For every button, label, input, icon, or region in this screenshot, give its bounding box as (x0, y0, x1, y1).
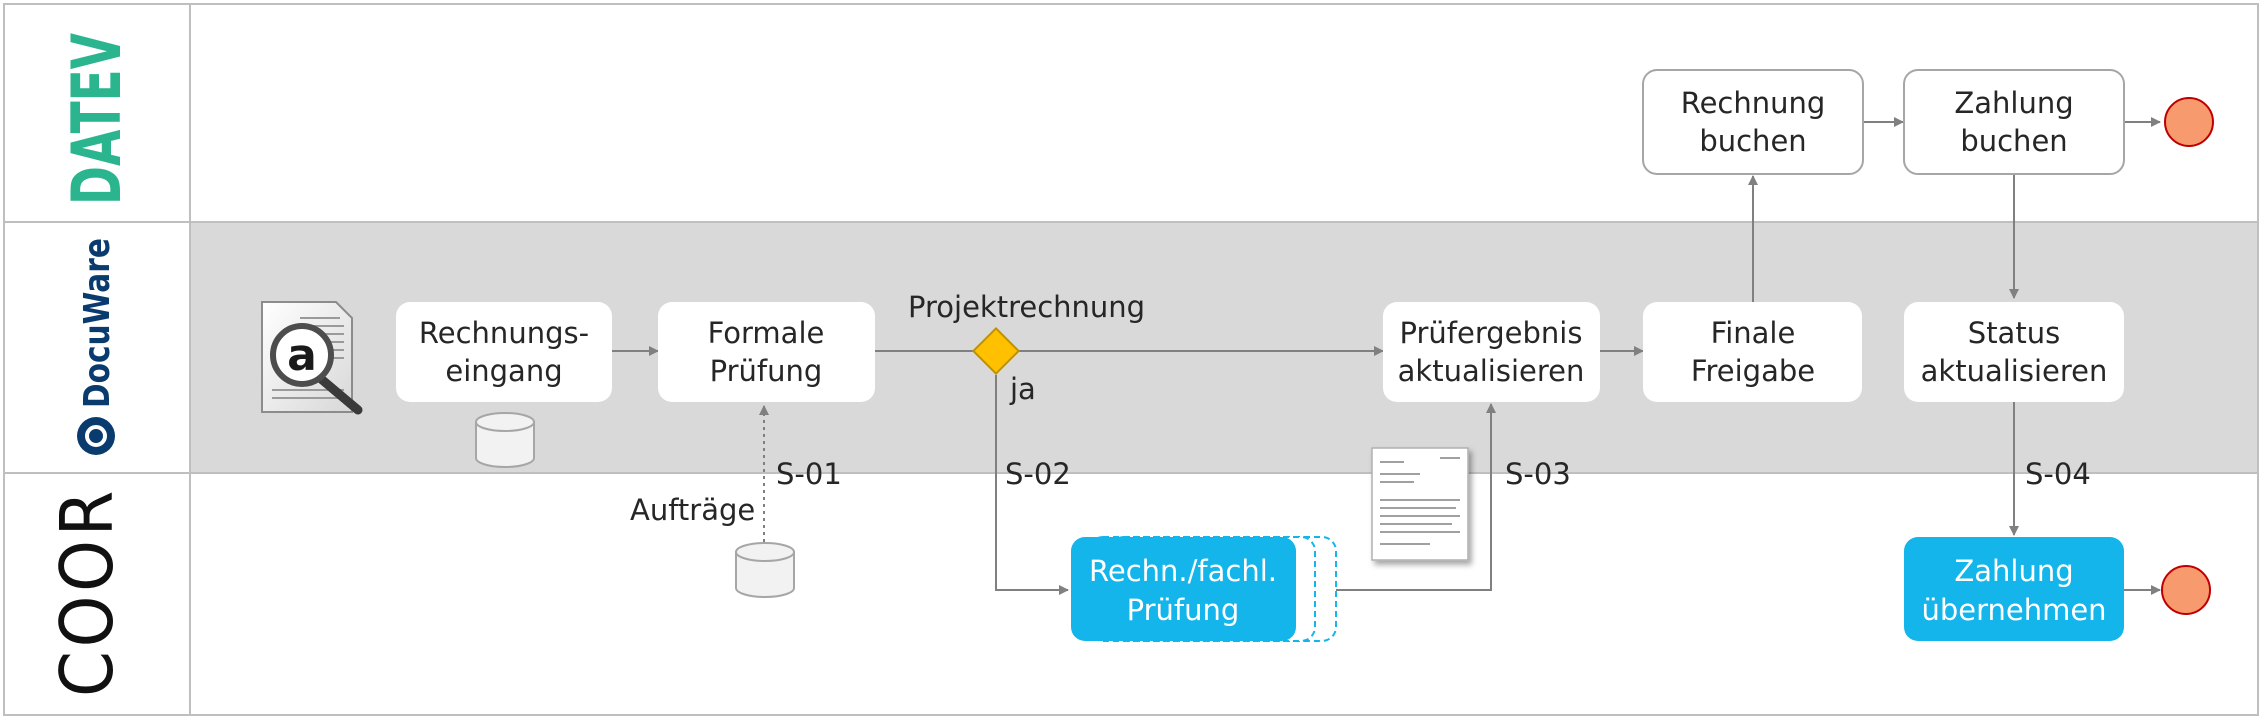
gateway-yes-label: ja (1009, 372, 1036, 406)
document-search-icon: a (261, 301, 363, 415)
label-s01: S-01 (776, 457, 842, 491)
svg-text:Rechn./fachl.Prüfung: Rechn./fachl.Prüfung (1089, 554, 1277, 627)
svg-text:COOR: COOR (45, 487, 129, 697)
connectors (612, 117, 2161, 595)
task-rechnungseingang: Rechnungs-eingang (396, 302, 612, 402)
datastore-auftraege (735, 542, 795, 598)
task-rechn-fachl-pruefung: Rechn./fachl.Prüfung (1071, 536, 1337, 642)
gateway-label: Projektrechnung (908, 290, 1145, 324)
datev-logo: DATEV (58, 33, 137, 205)
flow-rechn-fachl-pruefergebnis (1328, 403, 1496, 591)
invoice-document-thumbnail (1371, 447, 1469, 561)
label-s02: S-02 (1005, 457, 1071, 491)
end-event-datev (2164, 97, 2214, 147)
svg-text:DocuWare: DocuWare (77, 238, 118, 408)
flow-gateway-rechn-fachl (995, 375, 1069, 595)
lanes-frame (3, 3, 2259, 716)
gateway-projektrechnung (971, 326, 1021, 376)
end-event-coor (2161, 565, 2211, 615)
label-auftraege: Aufträge (630, 493, 755, 527)
label-s03: S-03 (1505, 457, 1571, 491)
document-icon-letter: a (287, 330, 317, 381)
docuware-logo-mark (77, 417, 115, 455)
docuware-logo: DocuWare (77, 238, 118, 455)
svg-text:Rechnungs-eingang: Rechnungs-eingang (419, 316, 589, 388)
datastore-docuware (475, 412, 535, 468)
label-s04: S-04 (2025, 457, 2091, 491)
svg-text:DATEV: DATEV (58, 33, 137, 205)
coor-logo: COOR (45, 487, 129, 697)
